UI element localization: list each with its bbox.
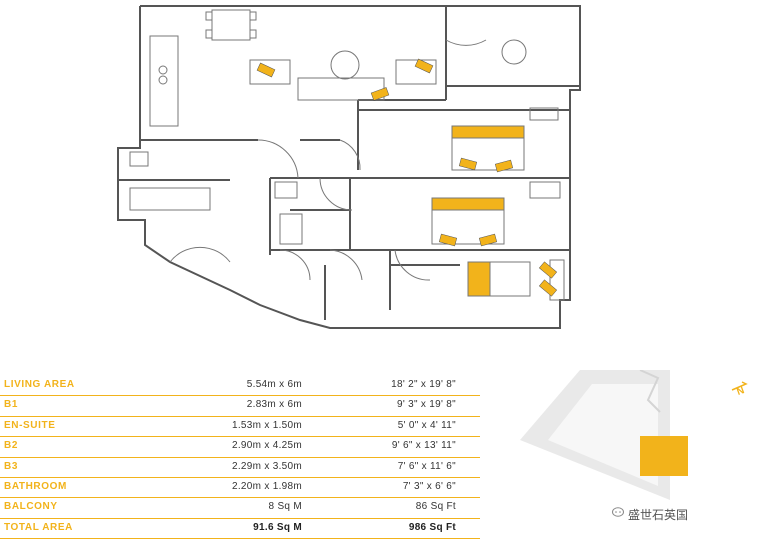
beds — [431, 125, 525, 297]
compass-icon — [731, 381, 748, 391]
table-row: BATHROOM 2.20m x 1.98m 7' 3" x 6' 6" — [0, 478, 480, 499]
unit-highlight — [640, 436, 688, 476]
room-metric: 8 Sq M — [268, 501, 302, 513]
table-row: LIVING AREA 5.54m x 6m 18' 2" x 19' 8" — [0, 376, 480, 397]
cushions — [256, 58, 558, 297]
room-imperial: 5' 0" x 4' 11" — [397, 419, 456, 431]
plan-walls — [117, 5, 581, 329]
room-imperial: 18' 2" x 19' 8" — [391, 379, 456, 390]
building-edge — [639, 370, 661, 413]
furniture — [129, 9, 565, 301]
total-name: TOTAL AREA — [4, 521, 73, 533]
room-name: B3 — [4, 460, 18, 472]
room-metric: 2.90m x 4.25m — [231, 440, 302, 452]
room-imperial: 7' 3" x 6' 6" — [402, 480, 456, 492]
total-imperial: 986 Sq Ft — [408, 521, 456, 533]
bed-frames — [431, 125, 531, 297]
room-name: LIVING AREA — [4, 379, 75, 390]
chat-icon — [612, 507, 624, 517]
room-name: B1 — [4, 399, 18, 411]
room-name: BALCONY — [4, 501, 58, 513]
table-row: B1 2.83m x 6m 9' 3" x 19' 8" — [0, 396, 480, 417]
total-metric: 91.6 Sq M — [253, 521, 302, 533]
room-imperial: 86 Sq Ft — [415, 501, 456, 513]
table-row: EN-SUITE 1.53m x 1.50m 5' 0" x 4' 11" — [0, 417, 480, 438]
room-name: EN-SUITE — [4, 419, 56, 431]
room-imperial: 7' 6" x 11' 6" — [397, 460, 456, 472]
room-metric: 2.29m x 3.50m — [231, 460, 302, 472]
room-metric: 2.83m x 6m — [246, 399, 302, 411]
total-row: TOTAL AREA 91.6 Sq M 986 Sq Ft — [0, 519, 480, 539]
door-swings — [169, 39, 487, 281]
room-name: B2 — [4, 440, 18, 452]
room-metric: 1.53m x 1.50m — [231, 419, 302, 431]
watermark-text: 盛世石英国 — [628, 508, 689, 522]
room-name: BATHROOM — [4, 480, 67, 492]
building-inner — [548, 384, 658, 486]
room-dimensions-table: LIVING AREA 5.54m x 6m 18' 2" x 19' 8" B… — [0, 376, 480, 539]
table-row: B3 2.29m x 3.50m 7' 6" x 11' 6" — [0, 458, 480, 478]
room-imperial: 9' 3" x 19' 8" — [396, 399, 456, 411]
room-metric: 2.20m x 1.98m — [231, 480, 302, 492]
table-row: B2 2.90m x 4.25m 9' 6" x 13' 11" — [0, 437, 480, 458]
floor-plan — [117, 5, 581, 329]
room-imperial: 9' 6" x 13' 11" — [391, 440, 456, 452]
room-metric: 5.54m x 6m — [246, 379, 302, 390]
key-plan — [520, 370, 688, 500]
table-row: BALCONY 8 Sq M 86 Sq Ft — [0, 498, 480, 519]
